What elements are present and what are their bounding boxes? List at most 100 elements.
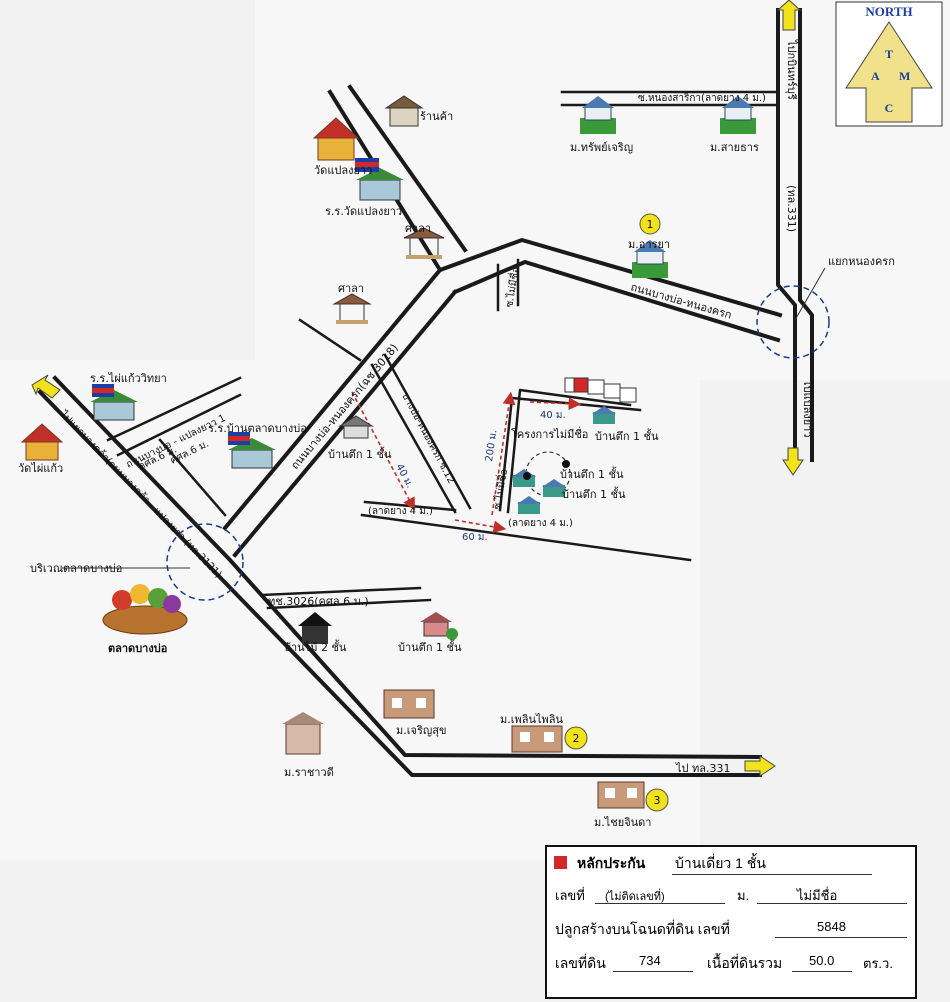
road-bangbo-nongkhok <box>437 238 783 343</box>
place-label: แยกหนองครก <box>828 255 895 268</box>
market-circle <box>166 523 244 601</box>
distance-line <box>351 391 416 511</box>
house-small-icon <box>517 496 541 514</box>
compass-north: NORTH <box>865 4 912 19</box>
place-label: ศาลา <box>405 222 431 235</box>
arrow-north-icon <box>776 0 802 31</box>
house-green-icon <box>580 96 616 134</box>
legend-land-no-value: 734 <box>639 953 661 968</box>
place-label: วัดแปลงยาว <box>314 164 372 177</box>
svg-text:1: 1 <box>647 218 654 231</box>
svg-text:A: A <box>871 69 880 83</box>
place-label: บ้านตึก 1 ชั้น <box>328 446 392 461</box>
legend-lekthi-value: (ไม่ติดเลขที่) <box>605 891 665 903</box>
road-label: ทช.3026(คศล.6 ม.) <box>268 595 369 608</box>
distance-line <box>454 519 507 534</box>
road-label: ไปแปลงยาว <box>801 379 814 438</box>
place-label: โครงการไม่มีชื่อ <box>511 426 588 441</box>
collateral-plot <box>573 377 589 393</box>
temple-icon <box>312 117 360 161</box>
distance-line <box>491 391 516 516</box>
place-label: วัดไผ่แก้ว <box>18 462 63 475</box>
place-label: ร.ร.ไผ่แก้ววิทยา <box>90 372 167 385</box>
distance-line <box>529 397 582 411</box>
plot-block <box>587 379 605 395</box>
house-icon <box>338 415 374 439</box>
house-pink-icon <box>420 612 458 640</box>
marker-2: 2 <box>564 726 588 750</box>
legend-deed-value: 5848 <box>817 919 846 934</box>
place-label: ม.เพลินไพลิน <box>500 713 564 726</box>
distance-label: 200 ม. <box>484 429 499 462</box>
svg-text:2: 2 <box>573 732 580 745</box>
legend-type: บ้านเดี่ยว 1 ชั้น <box>675 855 766 871</box>
fruit-basket-icon <box>102 584 188 635</box>
road-sala <box>298 318 362 362</box>
house-small-icon <box>592 406 616 424</box>
house-wood-icon <box>298 612 332 644</box>
place-label: บ้านไม้ 2 ชั้น <box>284 639 347 654</box>
distance-label: 60 ม. <box>462 532 488 543</box>
place-label: ม.อารยา <box>628 238 670 251</box>
svg-text:M: M <box>899 69 910 83</box>
road-label: ซ.หนองสาริกา(ลาดยาง 4 ม.) <box>638 93 766 104</box>
distance-label: 40 ม. <box>540 410 566 421</box>
school-icon <box>355 158 404 201</box>
townhouse-icon <box>597 781 645 809</box>
road-label: ไป ทล.331 <box>675 762 731 775</box>
plot-block <box>603 383 621 399</box>
mansion-icon <box>282 712 324 755</box>
junction-circle <box>756 285 830 359</box>
legend-lekthi-label: เลขที่ <box>555 888 585 903</box>
collateral-legend: หลักประกัน บ้านเดี่ยว 1 ชั้น เลขที่ (ไม่… <box>545 845 917 999</box>
place-label: ม.ราชาวดี <box>284 766 334 779</box>
legend-deed-label: ปลูกสร้างบนโฉนดที่ดิน เลขที่ <box>555 921 730 937</box>
road-331 <box>776 8 814 462</box>
marker-1: 1 <box>639 213 661 235</box>
place-label: ร.ร.บ้านตลาดบางบ่อ <box>208 422 307 435</box>
place-label: ม.ไชยจินดา <box>594 816 651 829</box>
place-label: ม.สายธาร <box>710 141 759 154</box>
junction-leader <box>794 267 826 321</box>
school-icon <box>90 384 138 421</box>
road-ban-talat <box>106 376 242 517</box>
arrow-east-icon <box>744 755 776 777</box>
place-label: ศาลา <box>338 282 364 295</box>
legend-title: หลักประกัน <box>577 855 646 871</box>
collateral-dot <box>523 472 531 480</box>
marker-3: 3 <box>645 788 669 812</box>
road-soi12 <box>370 353 472 514</box>
legend-land-no-label: เลขที่ดิน <box>555 955 606 971</box>
place-label: ตลาดบางบ่อ <box>108 642 167 655</box>
arrow-west-icon <box>31 374 61 399</box>
legend-area-label: เนื้อที่ดินรวม <box>707 955 783 971</box>
townhouse-icon <box>511 725 563 753</box>
road-label: (ลาดยาง 4 ม.) <box>368 506 433 517</box>
place-label: บ้านตึก 1 ชั้น <box>560 466 624 481</box>
north-compass: NORTH T A M C <box>835 1 943 127</box>
school-icon <box>228 432 276 469</box>
road-thc3026 <box>260 586 432 610</box>
house-green-icon <box>720 96 756 134</box>
svg-text:C: C <box>885 101 894 115</box>
place-label: ม.เจริญสุข <box>396 724 446 737</box>
sala-icon <box>403 227 445 259</box>
townhouse-icon <box>383 689 435 719</box>
road-label: ไปกบินทร์บุรี <box>785 39 798 100</box>
road-bangkhla <box>37 375 763 777</box>
place-label: บริเวณตลาดบางบ่อ <box>30 562 122 575</box>
place-label: บ้านตึก 1 ชั้น <box>398 639 462 654</box>
sala-icon <box>332 293 372 324</box>
road-soi-top <box>496 258 520 312</box>
legend-moo-label: ม. <box>737 888 750 903</box>
north-arrow-icon <box>845 21 933 123</box>
collateral-swatch <box>554 856 567 869</box>
place-label: ร.ร.วัดแปลงยาว <box>325 205 402 218</box>
plot-block <box>619 387 637 403</box>
collateral-circle <box>525 451 571 497</box>
house-green-icon <box>632 240 668 278</box>
svg-text:T: T <box>885 47 893 61</box>
road-label: (ลาดยาง 4 ม.) <box>508 518 573 529</box>
arrow-south-icon <box>782 447 804 476</box>
